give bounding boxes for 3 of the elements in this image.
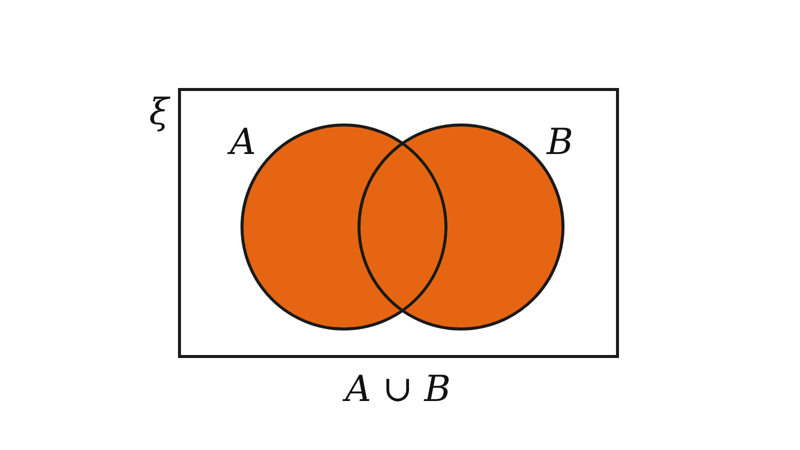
set-label: B (546, 125, 574, 161)
universal-set-symbol: ξ (149, 95, 169, 131)
set-union-caption: A ∪ B (345, 372, 451, 408)
